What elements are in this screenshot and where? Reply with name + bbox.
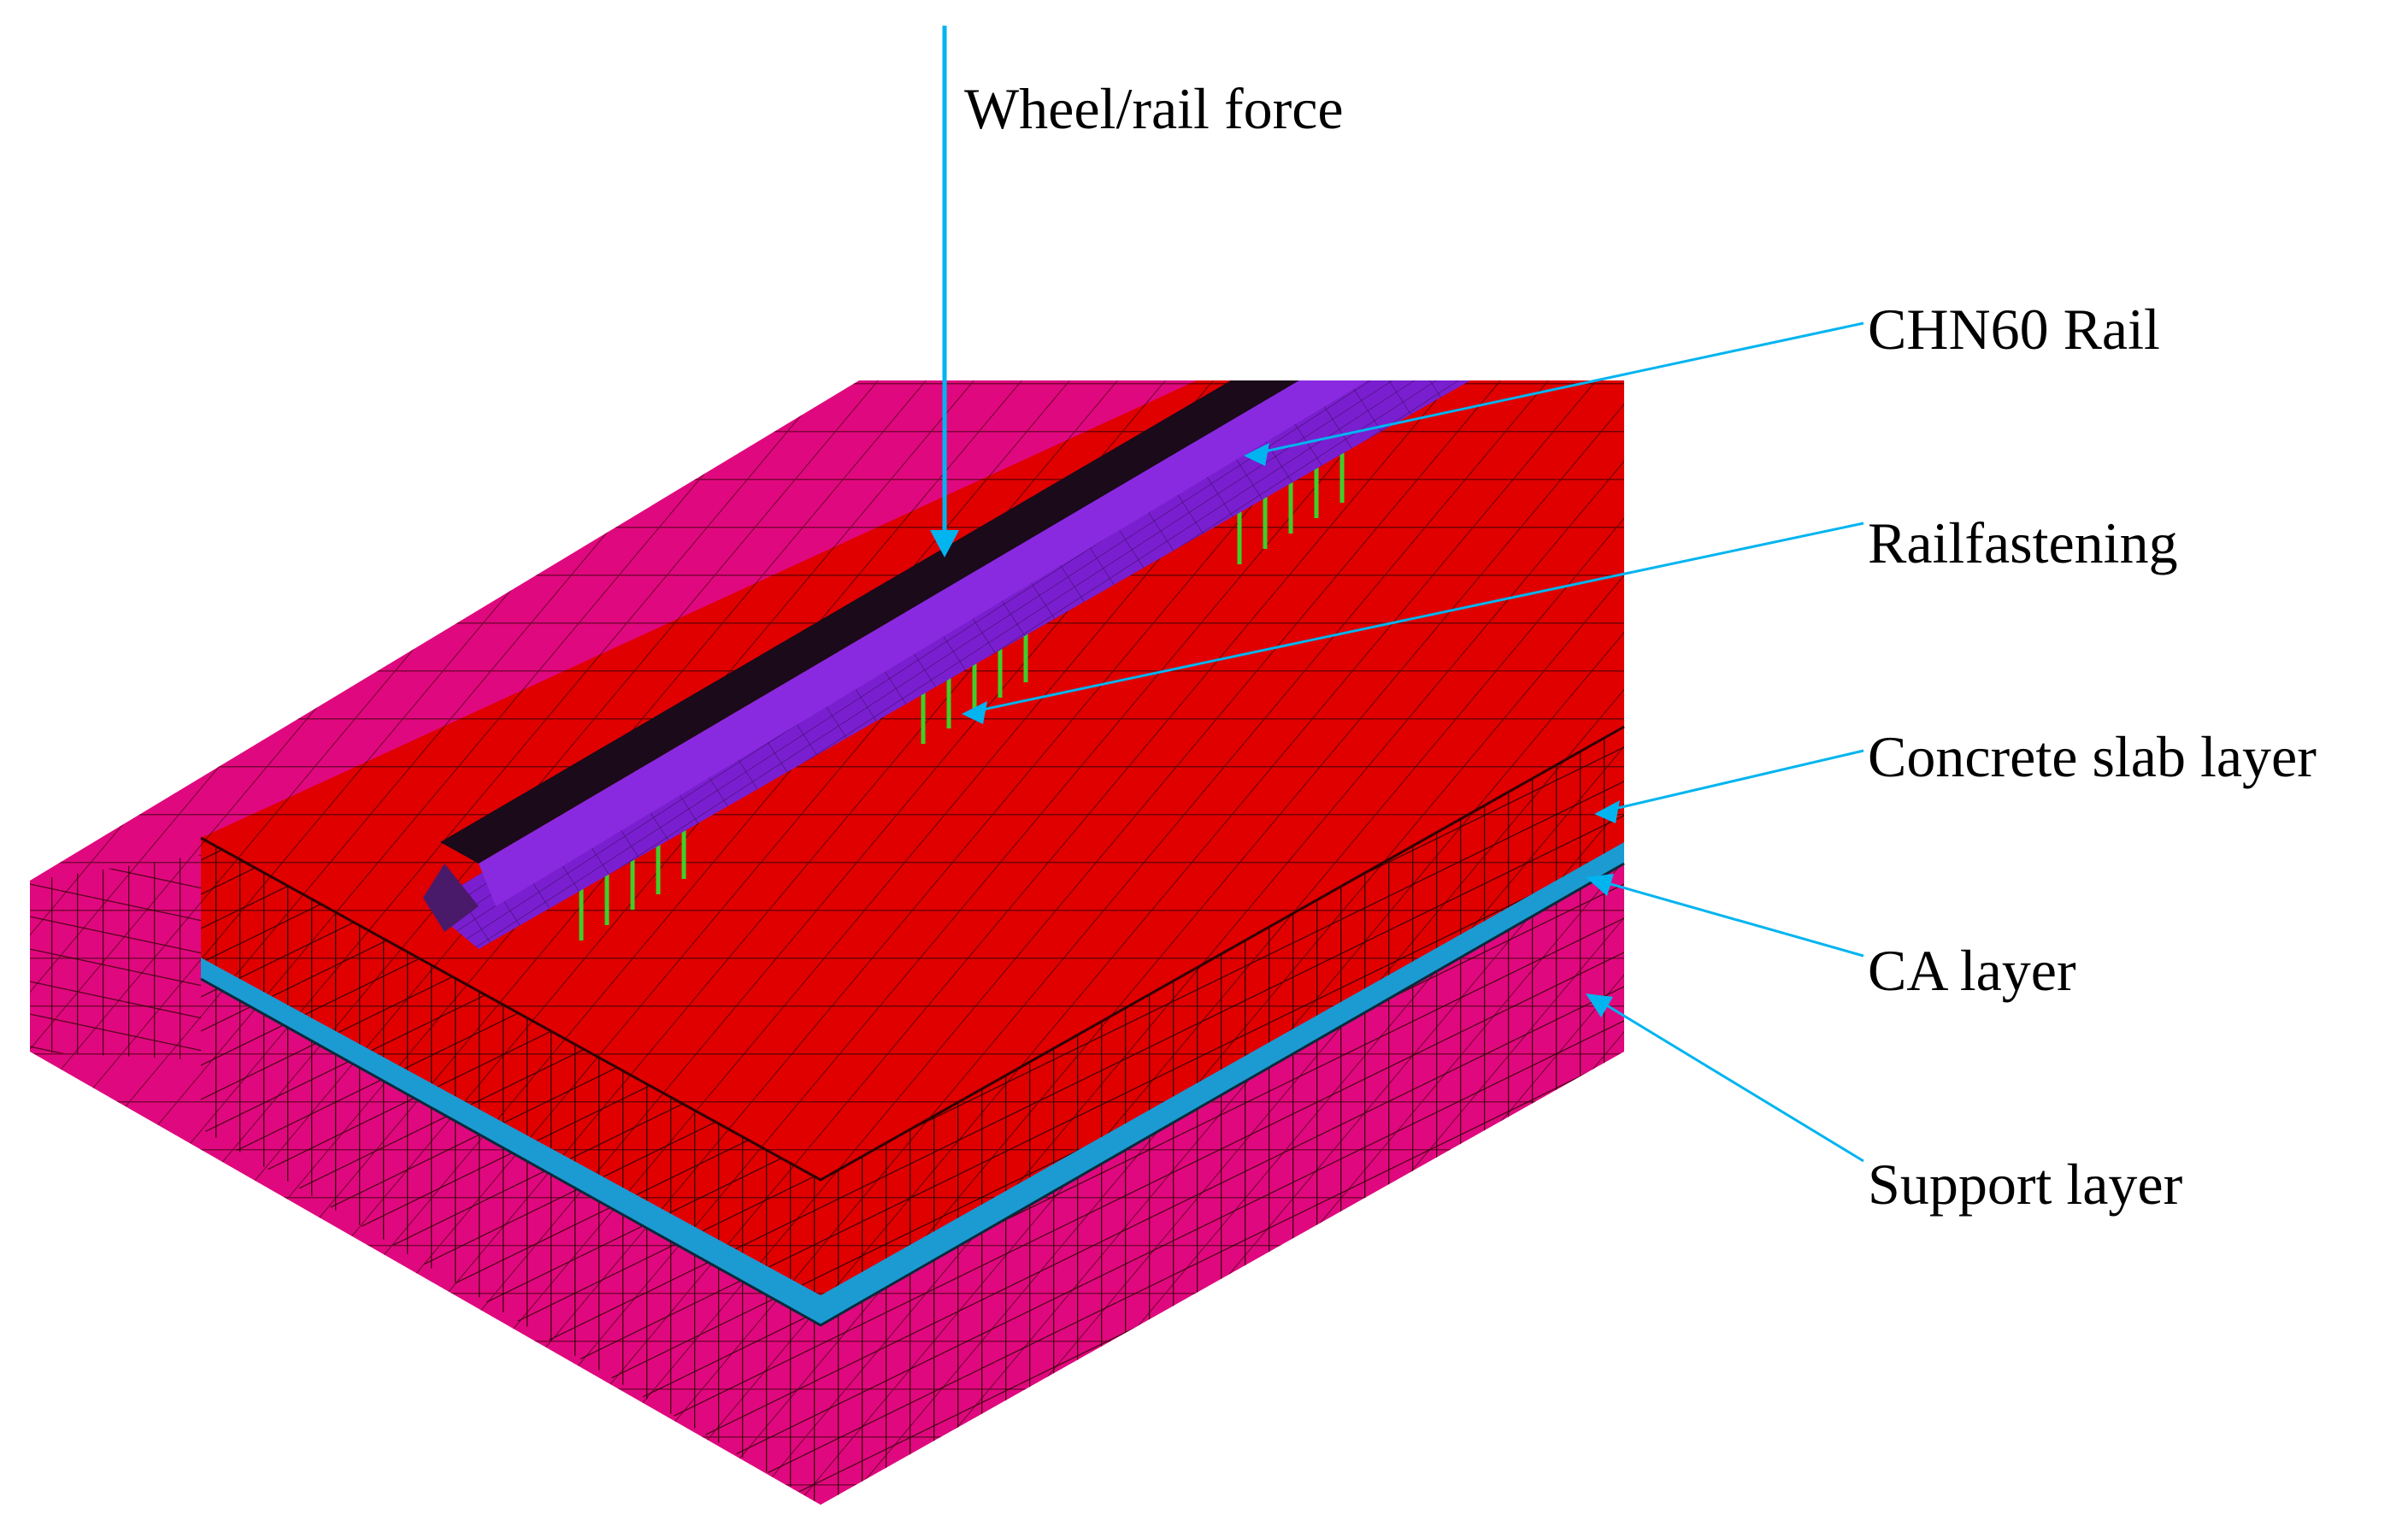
label-support-layer: Support layer <box>1868 1152 2183 1217</box>
leader-lines <box>930 26 1864 1163</box>
label-chn60-rail: CHN60 Rail <box>1868 297 2160 362</box>
fastening-leader-arrow <box>962 701 987 724</box>
slab-leader-arrow <box>1594 800 1620 823</box>
ca-leader-arrow <box>1586 874 1614 896</box>
rail-leader-arrow <box>1244 443 1269 466</box>
label-railfastening: Railfastening <box>1868 510 2178 575</box>
fastening-leader <box>974 522 1864 713</box>
rail-leader <box>1256 321 1864 455</box>
label-concrete-slab-layer: Concrete slab layer <box>1868 724 2317 789</box>
ca-layer <box>200 842 1625 1327</box>
chn60-rail <box>423 380 1470 949</box>
concrete-slab-layer <box>200 380 1625 1295</box>
support-leader-arrow <box>1586 993 1613 1017</box>
label-ca-layer: CA layer <box>1868 938 2076 1003</box>
slab-leader <box>1606 749 1864 812</box>
labels: Wheel/rail force CHN60 Rail Railfastenin… <box>964 76 2317 1217</box>
support-leader <box>1598 999 1864 1163</box>
force-arrow-head <box>930 530 959 557</box>
ca-leader <box>1598 879 1864 958</box>
label-wheel-rail-force: Wheel/rail force <box>964 76 1344 141</box>
